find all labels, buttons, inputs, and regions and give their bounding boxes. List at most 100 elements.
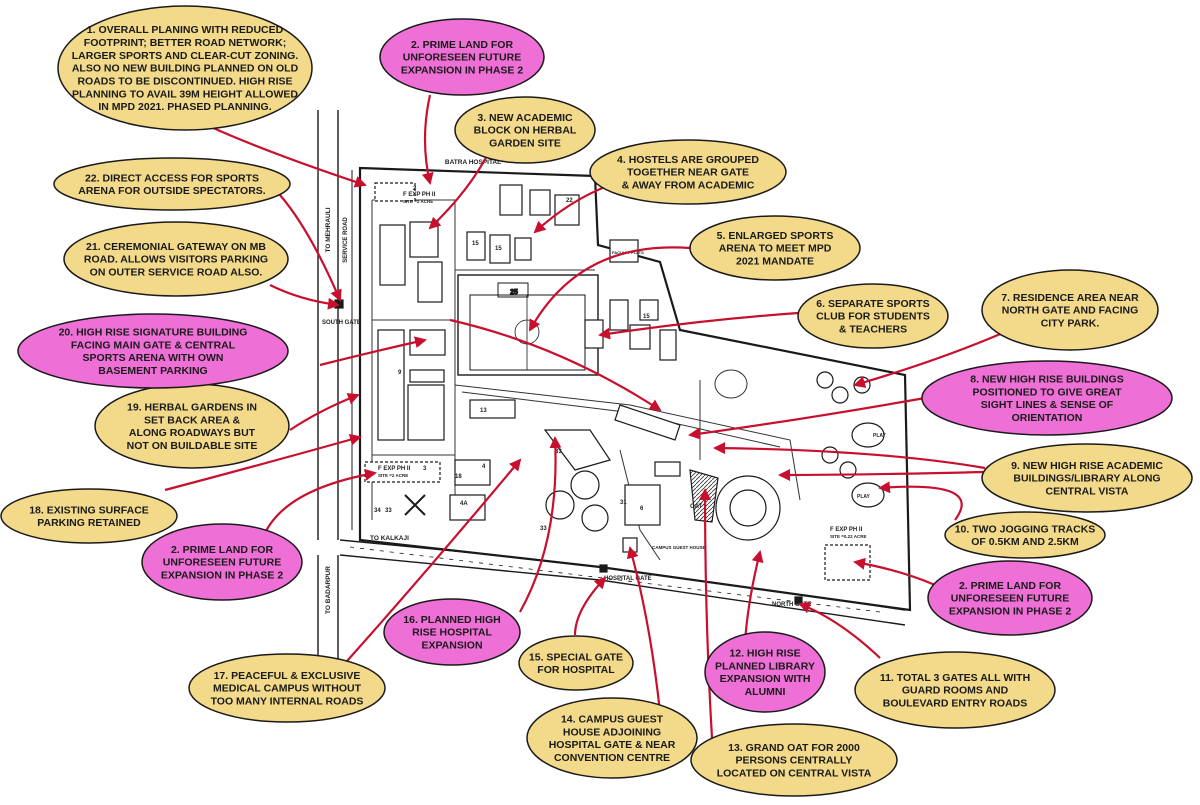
callout-text-c2a-2: EXPANSION IN PHASE 2 — [401, 64, 523, 76]
roundabout — [714, 369, 748, 399]
callout-text-c11-1: GUARD ROOMS AND — [902, 685, 1009, 697]
callout-bubble-c2a — [379, 18, 545, 96]
callout-bubble-c17 — [188, 653, 386, 723]
callout-text-c10-0: 10. TWO JOGGING TRACKS — [955, 523, 1096, 535]
arrow-c2b — [260, 468, 377, 541]
academic-mid — [469, 399, 516, 419]
building-west-2 — [409, 221, 439, 258]
arrow-c13 — [699, 488, 714, 739]
label-oat: OAT — [690, 504, 703, 510]
arrow-c2c — [853, 557, 936, 587]
callout-bubble-c2c — [927, 560, 1093, 636]
callout-text-c8-0: 8. NEW HIGH RISE BUILDINGS — [970, 373, 1123, 385]
callout-c9: 9. NEW HIGH RISE ACADEMICBUILDINGS/LIBRA… — [981, 443, 1193, 513]
callout-text-c2c-0: 2. PRIME LAND FOR — [959, 580, 1062, 592]
label-num-13: 13 — [480, 408, 487, 414]
callout-bubble-c8 — [921, 360, 1173, 436]
label-f-exp-top: F EXP PH II — [403, 192, 436, 198]
callout-text-c1-6: IN MPD 2021. PHASED PLANNING. — [98, 101, 271, 113]
arrow-c2a — [421, 94, 434, 185]
label-to-mehrauli: TO MEHRAULI — [325, 207, 332, 252]
arrow-c17 — [329, 458, 522, 681]
callout-text-c11-0: 11. TOTAL 3 GATES ALL WITH — [880, 672, 1030, 684]
hostel-3 — [514, 237, 532, 261]
callout-text-c4-2: & AWAY FROM ACADEMIC — [622, 179, 755, 191]
callout-text-c16-2: EXPANSION — [421, 639, 482, 651]
callout-text-c8-1: POSITIONED TO GIVE GREAT — [973, 386, 1123, 398]
label-num-15b: 15 — [495, 246, 502, 252]
callout-text-c20-2: SPORTS ARENA WITH OWN — [83, 352, 224, 364]
callout-text-c13-2: LOCATED ON CENTRAL VISTA — [717, 767, 872, 779]
label-num-34: 34 — [374, 508, 381, 514]
arena-pavilion — [497, 282, 529, 298]
label-campus-guest-house: CAMPUS GUEST HOUSE — [652, 545, 706, 550]
label-num-4a: 4A — [460, 501, 468, 507]
label-site-top: SITE =2 ACRE — [403, 199, 433, 204]
callout-text-c2b-1: UNFORESEEN FUTURE — [163, 557, 281, 569]
callout-text-c1-4: ROADS TO BE DISCONTINUED. HIGH RISE — [77, 75, 292, 87]
label-num-31: 31 — [620, 500, 627, 506]
buildings — [334, 182, 885, 605]
label-num-22: 22 — [566, 198, 573, 204]
callout-text-c1-1: FOOTPRINT; BETTER ROAD NETWORK; — [84, 37, 286, 49]
arrow-c10 — [878, 481, 963, 521]
callout-text-c14-2: HOSPITAL GATE & NEAR — [549, 739, 676, 751]
arrow-c19 — [289, 393, 360, 431]
arrow-c14 — [626, 546, 662, 713]
callout-text-c2b-2: EXPANSION IN PHASE 2 — [161, 569, 283, 581]
callout-bubble-c10 — [944, 511, 1106, 559]
arrow-c7 — [853, 330, 1006, 388]
callout-text-c22-0: 22. DIRECT ACCESS FOR SPORTS — [85, 172, 259, 184]
hostel-6 — [554, 194, 580, 226]
callout-text-c3-1: BLOCK ON HERBAL — [474, 125, 577, 137]
callout-text-c6-2: & TEACHERS — [839, 323, 907, 335]
callout-text-c21-1: ROAD. ALLOWS VISITORS PARKING — [84, 254, 268, 266]
callout-bubble-c6 — [797, 283, 949, 349]
callout-bubble-c14 — [526, 697, 698, 779]
callouts: 1. OVERALL PLANING WITH REDUCEDFOOTPRINT… — [0, 5, 1193, 797]
callout-text-c14-1: HOUSE ADJOINING — [563, 726, 661, 738]
callout-text-c19-2: ALONG ROADWAYS BUT — [129, 427, 256, 439]
campus-guest-house-block — [624, 484, 661, 526]
callout-text-c9-0: 9. NEW HIGH RISE ACADEMIC — [1011, 460, 1163, 472]
callout-bubble-c3 — [454, 96, 596, 164]
callout-text-c6-1: CLUB FOR STUDENTS — [816, 311, 930, 323]
callout-text-c7-1: NORTH GATE AND FACING — [1002, 305, 1139, 317]
label-batra-hospital: BATRA HOSPITAL — [445, 159, 501, 166]
callout-text-c21-0: 21. CEREMONIAL GATEWAY ON MB — [86, 241, 266, 253]
parking-symbol — [404, 494, 426, 516]
label-to-badarpur: TO BADARPUR — [325, 566, 332, 614]
callout-text-c7-0: 7. RESIDENCE AREA NEAR — [1001, 292, 1139, 304]
building-west-6 — [409, 369, 445, 383]
arrow-c9b — [778, 468, 986, 481]
callout-bubble-c5 — [689, 215, 861, 281]
label-hospital-gate: HOSPITAL GATE — [604, 576, 652, 582]
label-play-1: PLAY — [873, 433, 887, 439]
callout-text-c4-1: TOGETHER NEAR GATE — [627, 167, 749, 179]
hostel-1 — [466, 231, 486, 261]
library-core — [729, 489, 767, 527]
label-south-gate: SOUTH GATE — [322, 320, 361, 326]
label-num-33c: 33 — [385, 508, 392, 514]
callout-text-c2c-1: UNFORESEEN FUTURE — [951, 593, 1069, 605]
callout-bubble-c4 — [589, 139, 787, 205]
label-num-15a: 15 — [472, 241, 479, 247]
hospital-gate-marker — [599, 564, 608, 573]
callout-text-c16-1: RISE HOSPITAL — [412, 627, 492, 639]
callout-text-c7-2: CITY PARK. — [1041, 317, 1100, 329]
arrow-c20 — [319, 336, 427, 367]
callout-text-c1-3: ALSO NO NEW BUILDING PLANNED ON OLD — [72, 63, 299, 75]
